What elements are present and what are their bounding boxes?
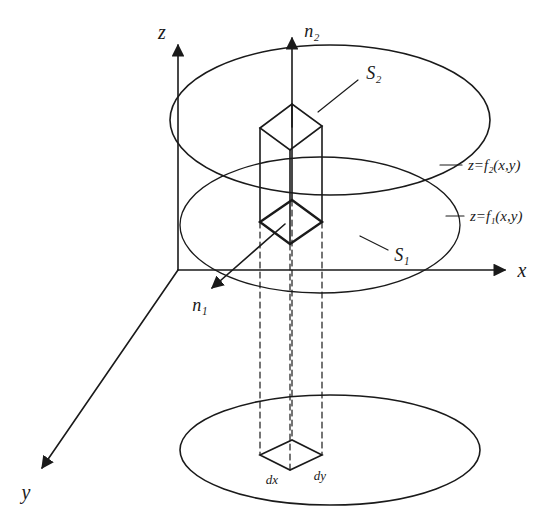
- prism-edge: [321, 126, 323, 222]
- label-text: dy: [312, 469, 328, 483]
- leader-line: [360, 236, 388, 250]
- label-text: z=f₁(x,y): [468, 208, 524, 225]
- leader-line: [318, 80, 358, 112]
- label-text: S₂: [364, 64, 383, 84]
- y-axis: [42, 270, 178, 468]
- projection-line: [259, 222, 260, 455]
- label-text: x: [516, 259, 529, 281]
- leader-line: [446, 215, 464, 216]
- projection-line: [321, 222, 322, 455]
- label-text: dx: [264, 473, 280, 487]
- normal-arrow: [291, 38, 293, 127]
- label-text: n₂: [302, 22, 321, 42]
- z-axis: [177, 45, 179, 270]
- label-text: z: [156, 21, 168, 43]
- prism-edge: [259, 128, 261, 222]
- label-text: z=f₂(x,y): [466, 157, 522, 174]
- leader-line: [440, 164, 462, 165]
- label-text: y: [20, 481, 33, 503]
- label-text: S₁: [392, 246, 411, 266]
- projection-line: [291, 200, 292, 440]
- x-axis: [178, 269, 505, 271]
- label-text: n₁: [190, 296, 209, 316]
- upper-surface: [170, 45, 490, 195]
- projection-line: [289, 244, 290, 470]
- upper-patch: [260, 104, 322, 150]
- lower-surface: [180, 157, 460, 293]
- base-patch: [260, 440, 322, 470]
- projection-region: [180, 395, 480, 505]
- normal-arrow: [212, 224, 285, 288]
- prism-edge: [289, 150, 291, 244]
